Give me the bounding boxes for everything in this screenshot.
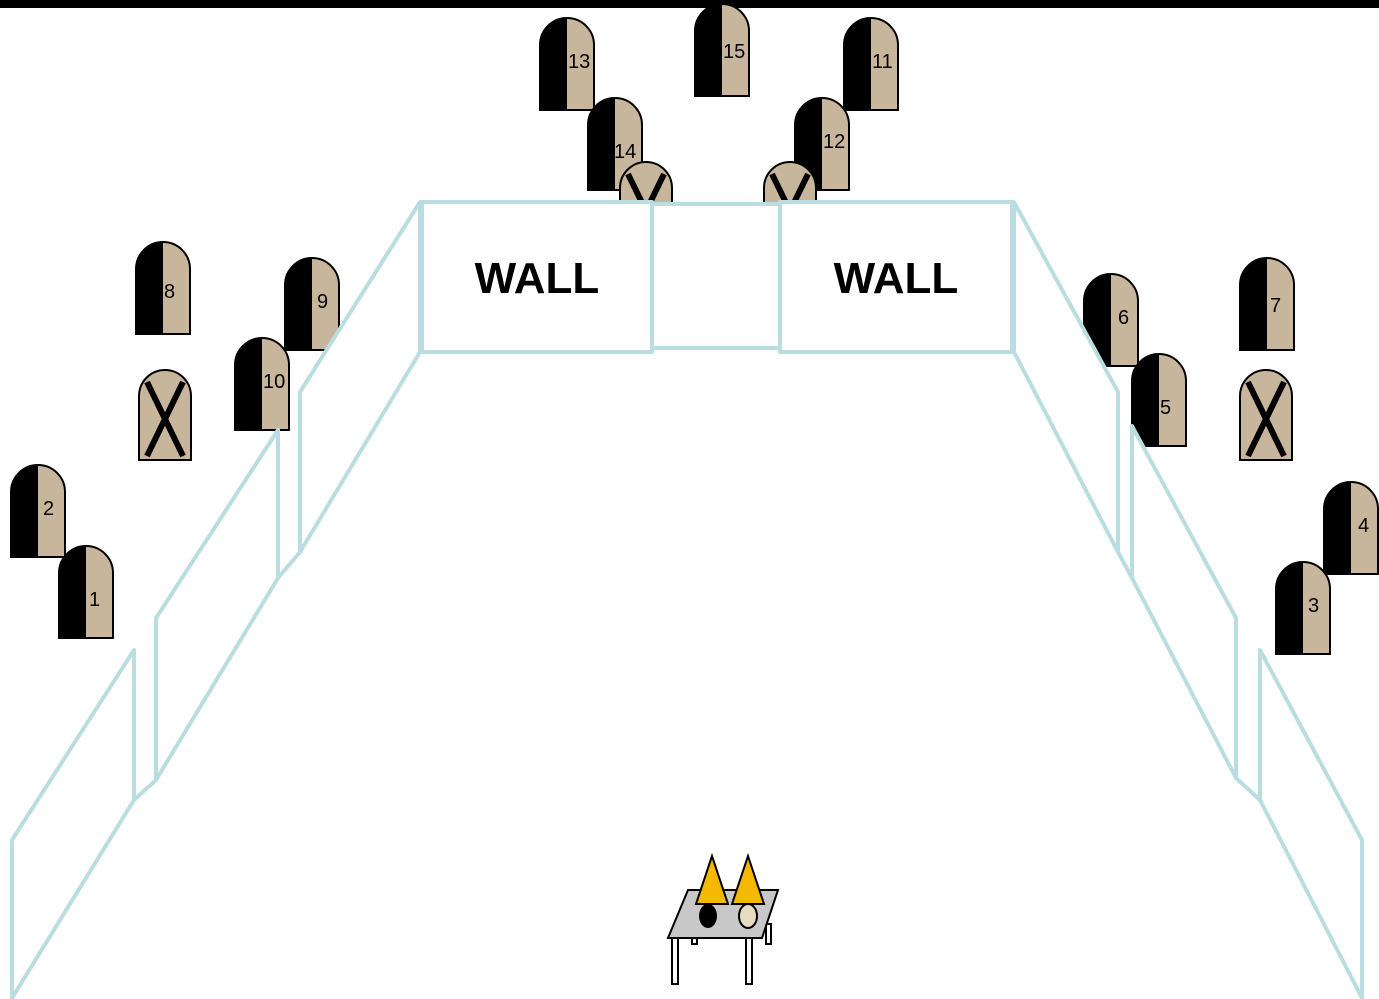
crossed-tombstone-right [1240, 370, 1292, 460]
wall-left: WALL [420, 200, 654, 354]
tombstone-7: 7 [1239, 257, 1295, 351]
left-wall-joint-upper [276, 550, 302, 580]
tombstone-12: 12 [794, 97, 850, 191]
tombstone-6: 6 [1083, 273, 1139, 367]
right-wall-joint-upper [1116, 551, 1134, 579]
tombstone-15: 15 [694, 3, 750, 97]
tombstone-1: 1 [58, 545, 114, 639]
back-wall-segment [648, 202, 782, 350]
table-leg-back-right [765, 923, 772, 945]
table-leg-front-left [671, 935, 679, 985]
right-wall-joint-lower [1234, 776, 1262, 802]
tombstone-11-number: 11 [872, 51, 893, 73]
tombstone-10: 10 [234, 337, 290, 431]
tombstone-4: 4 [1323, 481, 1379, 575]
tombstone-14-number: 14 [614, 141, 636, 163]
table-with-cones [666, 852, 780, 985]
tombstone-10-number: 10 [263, 371, 285, 393]
left-wall-joint-lower [132, 778, 158, 802]
tombstone-2: 2 [10, 464, 66, 558]
tombstone-1-number: 1 [89, 589, 100, 611]
tombstone-12-number: 12 [823, 131, 845, 153]
tombstone-9-number: 9 [317, 291, 328, 313]
tombstone-3-number: 3 [1308, 595, 1319, 617]
tombstone-3: 3 [1275, 561, 1331, 655]
left-wall-panel-upper [298, 200, 422, 554]
left-wall-panel-lower [10, 648, 136, 999]
wall-right: WALL [778, 200, 1014, 354]
left-wall-panel-middle [154, 428, 280, 782]
tombstone-13: 13 [539, 17, 595, 111]
small-light-stone [738, 903, 758, 929]
right-wall-panel-upper [1012, 200, 1120, 554]
tombstone-5-number: 5 [1160, 397, 1171, 419]
tombstone-11: 11 [843, 17, 899, 111]
tombstone-14: 14 [587, 97, 643, 191]
tombstone-7-number: 7 [1270, 295, 1281, 317]
cone-left [694, 852, 730, 905]
small-dark-stone [699, 904, 717, 928]
tombstone-8-number: 8 [164, 281, 175, 303]
wall-right-label: WALL [834, 254, 959, 303]
right-wall-panel-lower [1258, 648, 1364, 999]
tombstone-4-number: 4 [1358, 515, 1369, 537]
tombstone-6-number: 6 [1118, 307, 1129, 329]
tombstone-13-number: 13 [568, 51, 590, 73]
crossed-tombstone-left [139, 370, 191, 460]
wall-left-label: WALL [475, 254, 600, 303]
tombstone-15-number: 15 [723, 41, 745, 63]
tombstone-5: 5 [1131, 353, 1187, 447]
tombstone-2-number: 2 [43, 498, 54, 520]
right-wall-panel-middle [1130, 424, 1238, 780]
table-leg-front-right [745, 935, 753, 985]
tombstone-9: 9 [284, 257, 340, 351]
top-border-bar [0, 0, 1379, 8]
cone-right [730, 852, 766, 905]
tombstone-8: 8 [135, 241, 191, 335]
